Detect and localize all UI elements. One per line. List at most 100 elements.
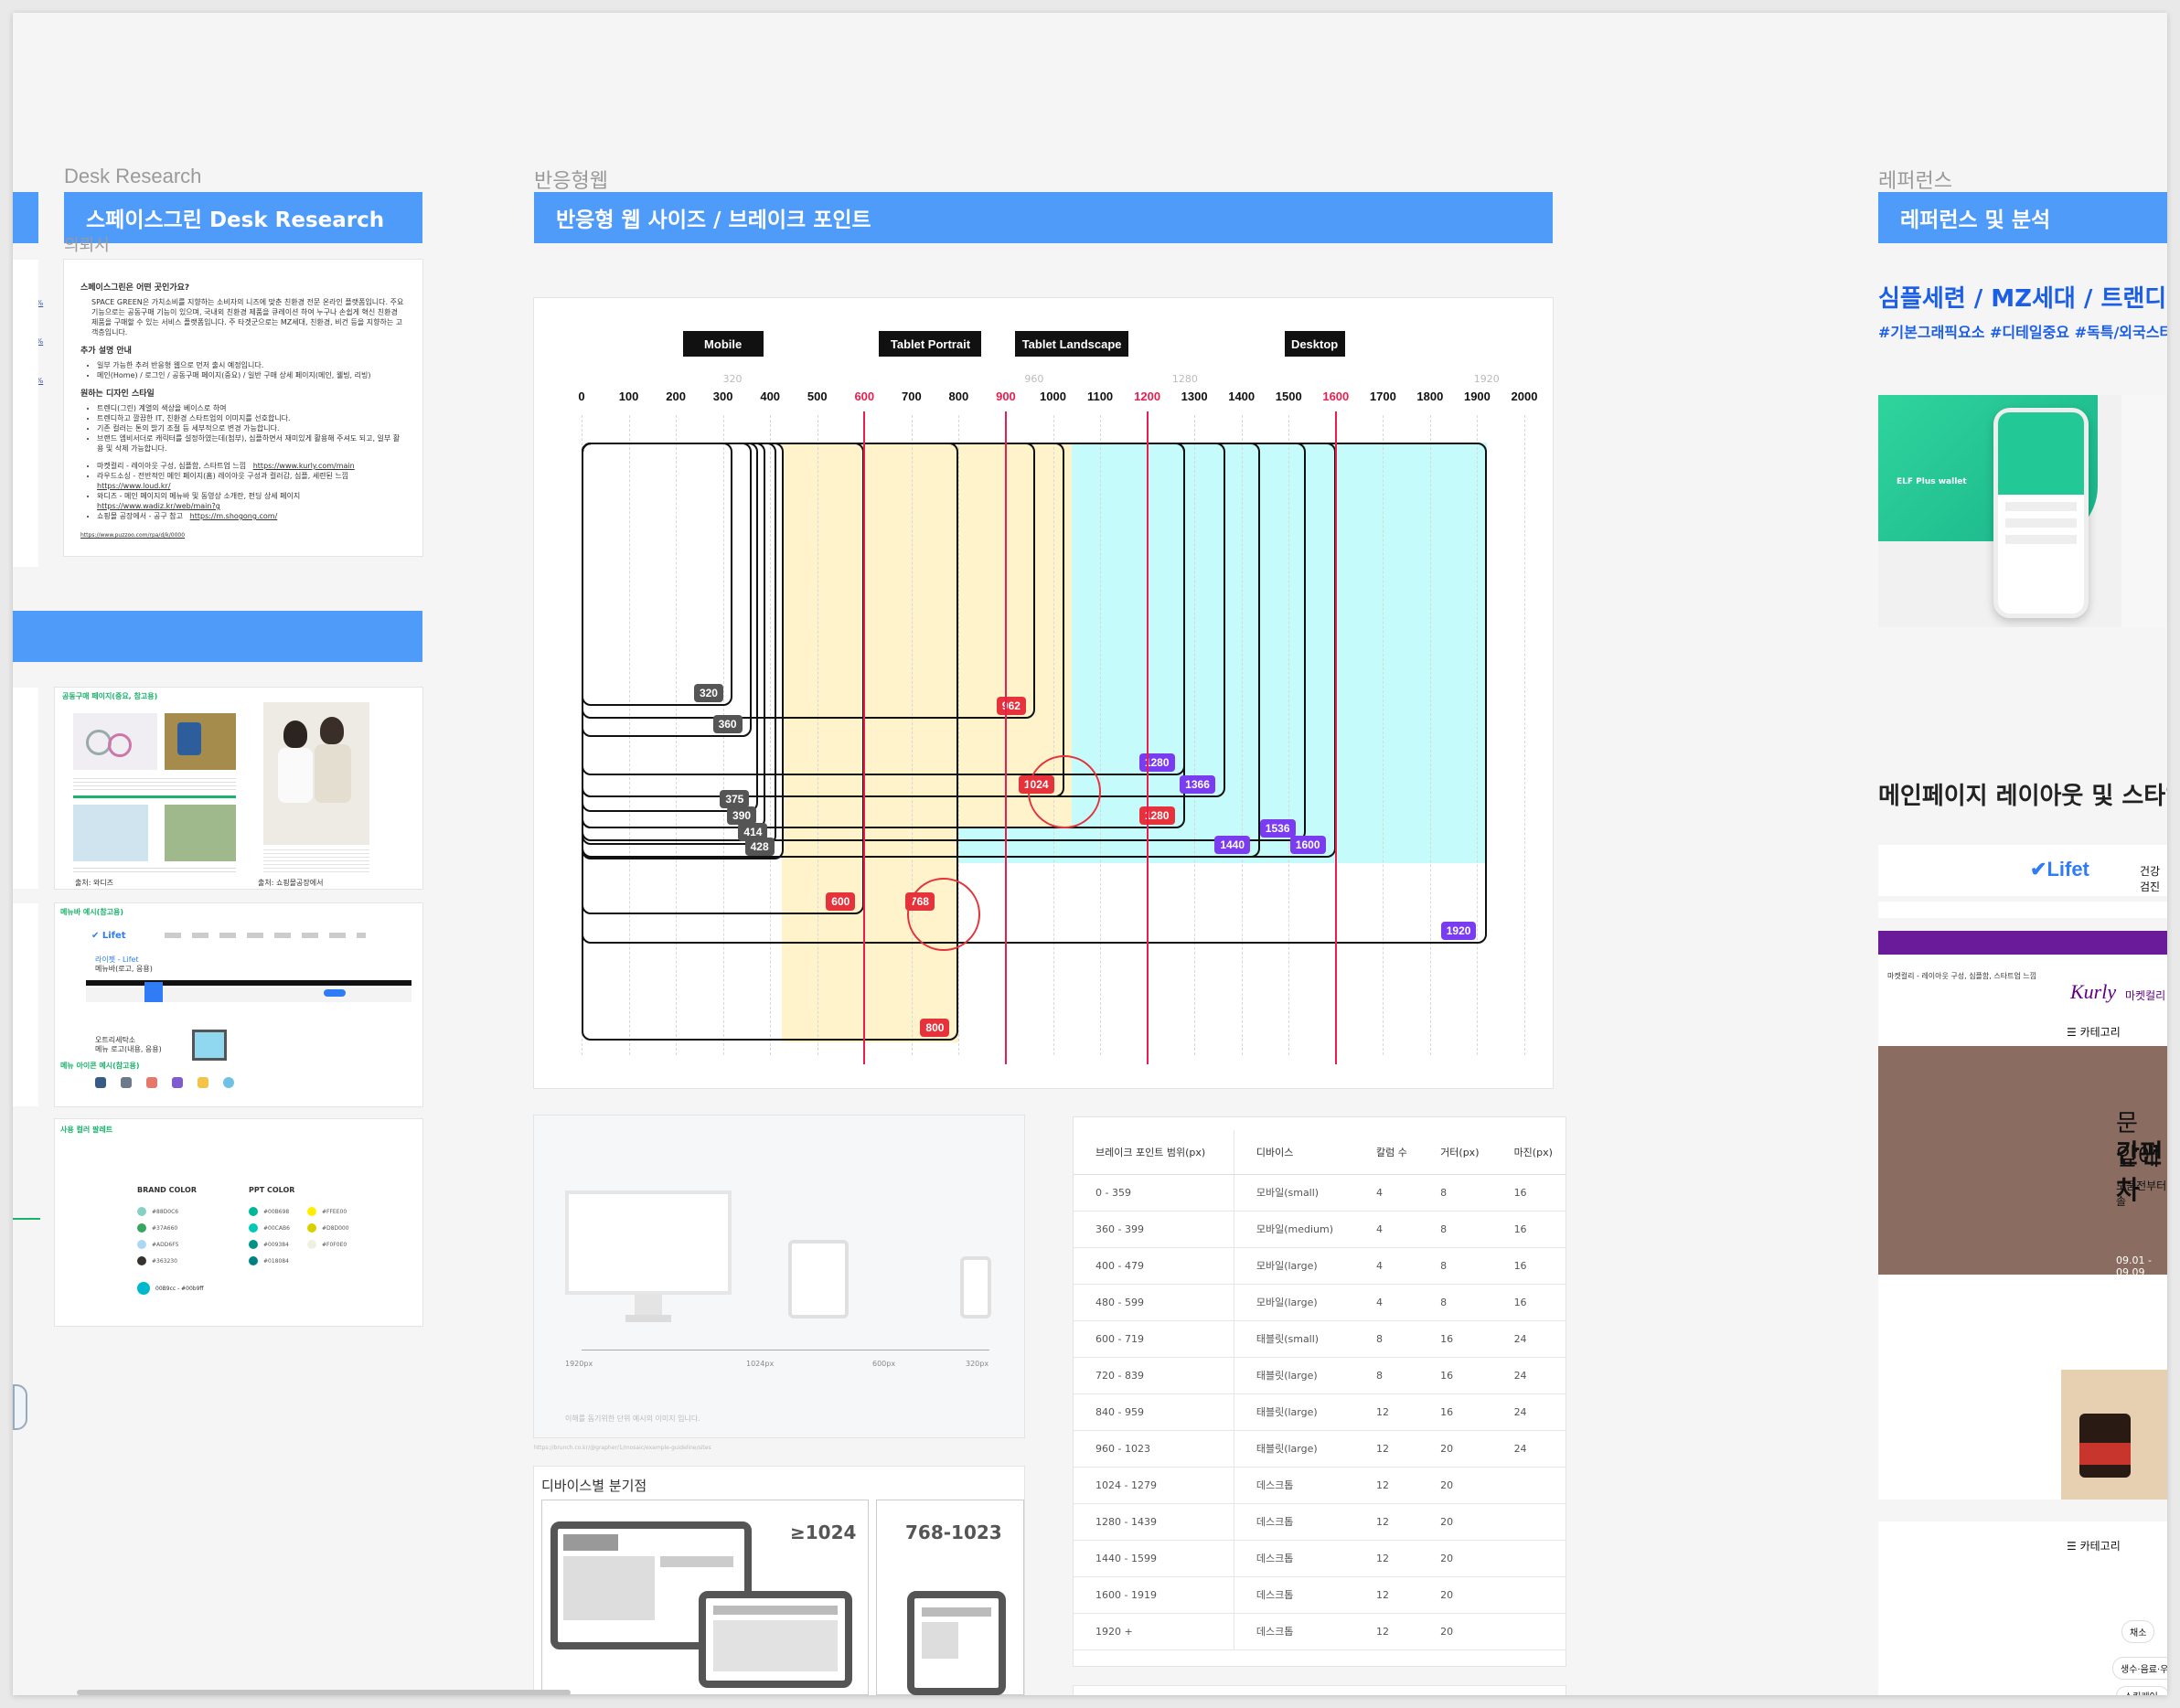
table-cell: 4 [1354, 1174, 1419, 1212]
device-illustration[interactable]: 1920px 1024px 600px 320px 이해를 돕기위한 단위 예시… [534, 1116, 1024, 1437]
table-cell: 360 - 399 [1074, 1211, 1234, 1248]
table-cell: 8 [1418, 1247, 1492, 1285]
groupbuy-panel[interactable]: 공동구매 페이지(중요, 참고용) 출처: 와디즈 출처: 쇼핑몰공장에서 [55, 688, 422, 889]
menubar-panel[interactable]: 메뉴바 예시(참고용) ✔ Lifet 라이펫 - Lifet 메뉴바(로고, … [55, 903, 422, 1106]
table-cell: 모바일(small) [1234, 1174, 1355, 1212]
table-cell: 16 [1491, 1247, 1566, 1285]
table-cell: 480 - 599 [1074, 1284, 1234, 1321]
doc-footer-url[interactable]: https://www.puzzoo.com/rpa/d/k/0000 [80, 532, 186, 539]
color-swatch: #88D0C6 [137, 1203, 178, 1220]
breakpoint-table: 브레이크 포인트 범위(px) 디바이스 칼럼 수 거터(px) 마진(px) … [1074, 1130, 1566, 1650]
frame-label-responsive[interactable]: 반응형웹 [534, 169, 608, 192]
table-cell: 4 [1354, 1211, 1419, 1248]
frame-label-request[interactable]: 의뢰서 [64, 236, 110, 254]
frame-label-reference[interactable]: 레퍼런스 [1878, 169, 1952, 192]
width-tag: 1536 [1259, 819, 1296, 838]
table-cell: 840 - 959 [1074, 1393, 1234, 1431]
illustration-source[interactable]: https://brunch.co.kr/@grapher/1/mosaic/e… [534, 1445, 711, 1451]
table-cell: 24 [1491, 1357, 1566, 1394]
highlight-circle-768 [906, 878, 980, 951]
doc-ref-item: 쇼핑몰 공장에서 - 공구 참고 https://m.shogong.com/ [97, 511, 406, 521]
breakpoint-line [1004, 411, 1007, 1064]
width-tag: 1280 [1138, 806, 1175, 825]
table-cell: 12 [1354, 1393, 1419, 1431]
color-swatch: #363230 [137, 1253, 178, 1269]
size-label: 320px [966, 1360, 989, 1368]
grid-line [911, 415, 913, 1055]
size-label: 600px [872, 1360, 896, 1368]
device-header: Tablet Landscape [1015, 331, 1129, 357]
color-swatch: #ADD6F5 [137, 1236, 178, 1253]
category-chip[interactable]: 채소 [2121, 1620, 2155, 1643]
table-cell: 20 [1418, 1613, 1492, 1650]
table-cell: 0 - 359 [1074, 1174, 1234, 1212]
category-menu-2[interactable]: ☰ 카테고리 [2067, 1540, 2121, 1553]
lifet-logo-mini: ✔ Lifet [91, 931, 126, 941]
width-tag: 360 [712, 715, 743, 733]
lifet-header[interactable]: ✔Lifet 건강검진 [1878, 845, 2167, 896]
category-chip[interactable]: 스킨케어· [2116, 1686, 2167, 1695]
desk-banner[interactable]: 스페이스그린 Desk Research [64, 192, 422, 243]
app-reference-image[interactable]: ELF Plus wallet [1878, 395, 2167, 627]
bag-icon [198, 1077, 208, 1088]
brand-swatches: #88D0C6#37A660#ADD6F5#363230 [137, 1203, 178, 1269]
doc-ref-link[interactable]: https://m.shogong.com/ [189, 512, 278, 520]
table-cell: 모바일(medium) [1234, 1211, 1355, 1248]
table-cell: 12 [1354, 1503, 1419, 1541]
grid-line [1100, 415, 1102, 1055]
ghost-tick-label: 960 [1024, 373, 1044, 385]
color-palette-panel[interactable]: 사용 컬러 팔레트 BRAND COLOR PPT COLOR #88D0C6#… [55, 1119, 422, 1326]
zone-desktop-2 [1072, 443, 1487, 863]
table-cell: 12 [1354, 1613, 1419, 1650]
kurly-header[interactable]: 마켓컬리 - 레이아웃 구성, 심플함, 스타트업 느낌 Kurly 마켓컬리 … [1878, 955, 2167, 1046]
axis-tick-label: 300 [712, 390, 733, 403]
doc-q2-item: 메인(Home) / 로그인 / 공동구매 페이지(중요) / 일반 구매 상세… [97, 370, 406, 380]
check-icon: ✔ [2030, 858, 2047, 881]
axis-tick-label: 1200 [1134, 390, 1161, 403]
lifet-menu[interactable]: 건강검진 [2140, 865, 2161, 893]
color-swatch: #F0F0E0 [307, 1236, 349, 1253]
menu-logo-label: 라이펫 - Lifet [95, 955, 139, 964]
category-menu[interactable]: ☰ 카테고리 [2067, 1026, 2121, 1039]
width-tag: 1440 [1214, 836, 1251, 854]
table-cell: 20 [1418, 1540, 1492, 1577]
table-cell: 모바일(large) [1234, 1284, 1355, 1321]
doc-ref-item: 와디즈 - 메인 페이지의 메뉴바 및 동영상 소개란, 펀딩 상세 페이지 h… [97, 491, 406, 511]
table-cell: 태블릿(small) [1234, 1320, 1355, 1358]
branch-desktop-label: ≥1024 [790, 1521, 857, 1543]
device-branch-panel[interactable]: 디바이스별 분기점 ≥1024 768-1023 [534, 1467, 1024, 1695]
horizontal-scrollbar[interactable] [77, 1690, 571, 1695]
illustration-caption: 이해를 돕기위한 단위 예시의 이미지 입니다. [565, 1414, 700, 1423]
doc-ref-link[interactable]: https://www.loud.kr/ [97, 482, 171, 490]
grid-line [1053, 415, 1054, 1055]
kurly-category-panel[interactable]: ☰ 카테고리 채소 생수·음료·우 스킨케어· [1878, 1521, 2167, 1695]
doc-ref-link[interactable]: https://www.kurly.com/main [252, 462, 355, 470]
doc-ref-item: 마켓컬리 - 레이아웃 구성, 심플함, 스타트업 느낌 https://www… [97, 461, 406, 471]
table-cell: 16 [1491, 1211, 1566, 1248]
kurly-note: 마켓컬리 - 레이아웃 구성, 심플함, 스타트업 느낌 [1887, 972, 2037, 980]
desk-banner-2[interactable] [13, 611, 422, 662]
axis-tick-label: 2000 [1511, 390, 1538, 403]
kurly-hero-banner[interactable]: 문 앞에 간편 차 모둠전부터 솔 09.01 - 09.09 [1878, 1046, 2167, 1275]
table-cell [1491, 1467, 1566, 1504]
category-chip[interactable]: 생수·음료·우 [2112, 1657, 2167, 1680]
request-document[interactable]: 스페이스그린은 어떤 곳인가요? SPACE GREEN은 가치소비를 지향하는… [64, 260, 422, 556]
doc-q3-item: 트렌디하고 깔끔한 IT, 친환경 스타트업의 이미지를 선호합니다. [97, 413, 406, 423]
color-swatch: #00CAB6 [249, 1220, 290, 1236]
doc-ref-link[interactable]: https://www.wadiz.kr/web/main?g [97, 502, 220, 510]
axis-tick-label: 600 [854, 390, 875, 403]
axis-tick-label: 1000 [1040, 390, 1066, 403]
figma-canvas[interactable]: Desk Research 스페이스그린 Desk Research 의뢰서 w… [13, 13, 2167, 1695]
doc-q3-item: 트렌디(그린) 계열의 색상을 베이스로 하여 [97, 403, 406, 413]
frame-label-desk[interactable]: Desk Research [64, 165, 202, 187]
palette-title: 사용 컬러 팔레트 [60, 1126, 113, 1134]
axis-tick-label: 900 [996, 390, 1016, 403]
reference-banner[interactable]: 레퍼런스 및 분석 [1878, 192, 2167, 243]
table-cell: 4 [1354, 1284, 1419, 1321]
hero-date: 09.01 - 09.09 [2116, 1254, 2152, 1275]
table-cell: 12 [1354, 1576, 1419, 1614]
responsive-banner[interactable]: 반응형 웹 사이즈 / 브레이크 포인트 [534, 192, 1553, 243]
